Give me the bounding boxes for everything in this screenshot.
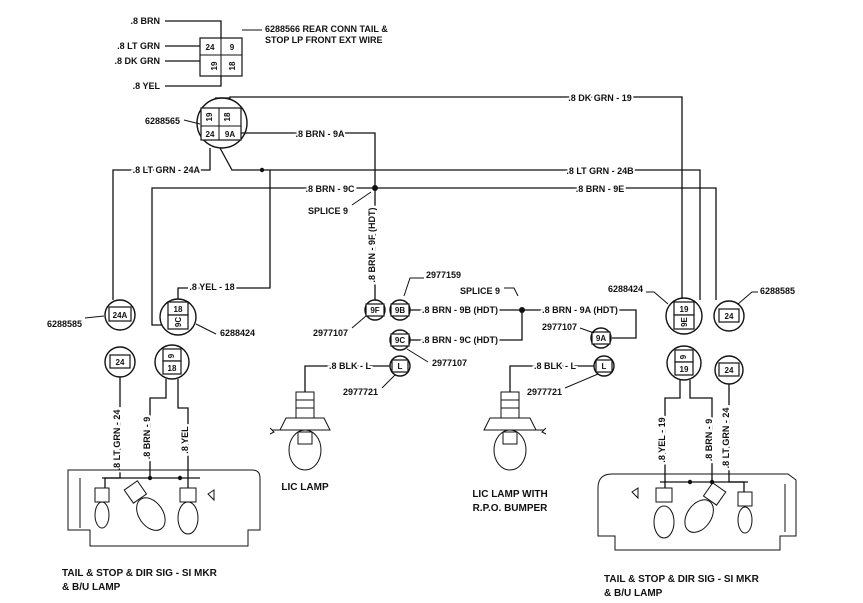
right-bulb-1: [653, 487, 675, 539]
top-connector: 24 9 19 18: [199, 37, 243, 77]
wire-brn-9e-label: .8 BRN - 9E: [576, 184, 625, 194]
second-connector-part-label: 6288565: [145, 116, 180, 126]
left-pin-18-bottom: 18: [168, 364, 177, 373]
top-wire-yel-label: .8 YEL: [133, 81, 161, 91]
left-pin-18-top: 18: [174, 305, 183, 314]
lic-lamp-bumper-caption-1: LIC LAMP WITH: [472, 489, 547, 500]
left-bulb-3: [177, 487, 199, 535]
left-wire-brn-9-label: .8 BRN - 9: [142, 417, 152, 460]
lic-lamp-bumper-caption-2: R.P.O. BUMPER: [473, 503, 549, 514]
wire-dk-grn-19-label: .8 DK GRN - 19: [568, 93, 632, 103]
part-2977721-right: 2977721: [527, 387, 562, 397]
part-6288424-right: 6288424: [608, 284, 643, 294]
right-bulb-2: [684, 482, 727, 533]
top-connector-wires: .8 BRN .8 LT GRN .8 DK GRN .8 YEL 628856…: [114, 16, 388, 91]
wire-lt-grn-24b-label: .8 LT GRN - 24B: [566, 166, 634, 176]
splice-9-right-label: SPLICE 9: [460, 286, 500, 296]
wire-blk-l-left-label: .8 BLK - L: [329, 361, 372, 371]
middle-connectors: 9F 2977107 9B 2977159 9C 2977107 L 29777…: [313, 270, 467, 397]
right-pin-19-bottom: 19: [680, 365, 689, 374]
part-6288424-left: 6288424: [220, 328, 255, 338]
right-pin-9: 9: [679, 354, 688, 359]
splice-9-left-label: SPLICE 9: [308, 206, 348, 216]
part-2977159: 2977159: [426, 270, 461, 280]
right-pin-19-top: 19: [680, 305, 689, 314]
second-pin-24: 24: [206, 130, 215, 139]
mid-pin-9a: 9A: [596, 334, 606, 343]
right-connector-24-top: 24 6288585: [713, 286, 795, 332]
top-pin-18: 18: [228, 61, 237, 70]
top-wire-lt-grn-label: .8 LT GRN: [117, 41, 160, 51]
left-bulb-1: [94, 487, 110, 529]
top-connector-note-line1: 6288566 REAR CONN TAIL &: [265, 24, 388, 34]
right-connector-9-19: 9 19: [666, 345, 702, 381]
top-wire-dk-grn-label: .8 DK GRN: [114, 56, 160, 66]
left-pin-9: 9: [167, 353, 176, 358]
right-lamp-caption-1: TAIL & STOP & DIR SIG - SI MKR: [604, 574, 760, 585]
left-pin-24: 24: [116, 358, 125, 367]
lic-lamp-left: [269, 391, 331, 471]
left-lamp-wires: .8 LT GRN - 24 .8 BRN - 9 .8 YEL: [102, 377, 200, 488]
right-lamp-wires: .8 YEL - 19 .8 BRN - 9 .8 LT GRN - 24: [655, 380, 748, 492]
wire-lt-grn-24a-label: .8 LT GRN - 24A: [133, 165, 201, 175]
top-wire-brn-label: .8 BRN: [130, 16, 160, 26]
left-connector-24: 24: [104, 346, 136, 378]
second-pin-9a: 9A: [225, 130, 235, 139]
second-pin-19: 19: [205, 112, 214, 121]
left-pin-24a: 24A: [113, 311, 128, 320]
wire-brn-9a-label: .8 BRN - 9A: [295, 129, 345, 139]
top-connector-note-line2: STOP LP FRONT EXT WIRE: [265, 35, 383, 45]
mid-pin-9f: 9F: [370, 306, 379, 315]
second-connector: 19 18 24 9A 6288565: [145, 97, 248, 149]
right-wire-yel-19-label: .8 YEL - 19: [657, 417, 667, 462]
left-wire-lt-grn-24-label: .8 LT GRN - 24: [112, 410, 122, 471]
top-pin-19: 19: [210, 61, 219, 70]
right-pin-9e: 9E: [680, 316, 689, 326]
left-connector-9-18: 9 18: [154, 344, 190, 380]
mid-pin-9b: 9B: [395, 306, 405, 315]
left-lamp-caption-2: & B/U LAMP: [62, 582, 121, 593]
part-6288585-right: 6288585: [760, 286, 795, 296]
wire-brn-9a-hdt-label: .8 BRN - 9A (HDT): [542, 305, 618, 315]
wire-brn-9c-label: .8 BRN - 9C: [305, 184, 355, 194]
left-lamp-housing: [67, 469, 261, 547]
middle-wires: .8 BRN - 9B (HDT) .8 BRN - 9C (HDT) .8 B…: [304, 286, 637, 397]
mid-pin-l-left: L: [398, 362, 403, 371]
right-pin-24-top: 24: [725, 312, 734, 321]
part-2977107-b: 2977107: [432, 358, 467, 368]
part-2977107-a: 2977107: [313, 328, 348, 338]
left-connector-24a: 24A 6288585: [47, 299, 136, 331]
right-pin-24-bottom: 24: [725, 366, 734, 375]
right-wire-lt-grn-24-label: .8 LT GRN - 24: [721, 408, 731, 469]
second-pin-18: 18: [223, 112, 232, 121]
left-pin-9c: 9C: [174, 317, 183, 327]
right-connector-24-bottom: 24: [714, 355, 744, 385]
part-2977107-c: 2977107: [542, 322, 577, 332]
left-wire-yel-label: .8 YEL: [180, 426, 190, 454]
wire-brn-9c-hdt-label: .8 BRN - 9C (HDT): [422, 335, 498, 345]
mid-pin-l-right: L: [602, 362, 607, 371]
right-wire-brn-9-label: .8 BRN - 9: [704, 419, 714, 462]
top-pin-9: 9: [230, 43, 235, 52]
lic-lamp-right: [483, 391, 547, 471]
top-pin-24: 24: [206, 43, 215, 52]
lic-lamp-caption: LIC LAMP: [281, 482, 329, 493]
mid-pin-9c: 9C: [395, 336, 405, 345]
part-6288585-left: 6288585: [47, 319, 82, 329]
left-lamp-caption-1: TAIL & STOP & DIR SIG - SI MKR: [62, 568, 218, 579]
wire-yel-18-label: .8 YEL - 18: [189, 282, 234, 292]
left-bulb-2: [123, 480, 166, 531]
wire-brn-9f-label: .8 BRN - 9F (HDT): [367, 208, 377, 283]
main-wires: .8 DK GRN - 19 .8 BRN - 9A .8 LT GRN - 2…: [112, 91, 717, 326]
right-lamp-housing: [597, 473, 797, 551]
right-bulb-3: [737, 491, 753, 534]
left-connector-18-9c: 18 9C 6288424: [159, 298, 255, 338]
part-2977721-left: 2977721: [343, 387, 378, 397]
wire-brn-9b-label: .8 BRN - 9B (HDT): [422, 305, 498, 315]
wire-blk-l-right-label: .8 BLK - L: [534, 361, 577, 371]
right-lamp-caption-2: & B/U LAMP: [604, 588, 663, 599]
right-connector-19-9e: 19 9E 6288424: [608, 284, 703, 335]
